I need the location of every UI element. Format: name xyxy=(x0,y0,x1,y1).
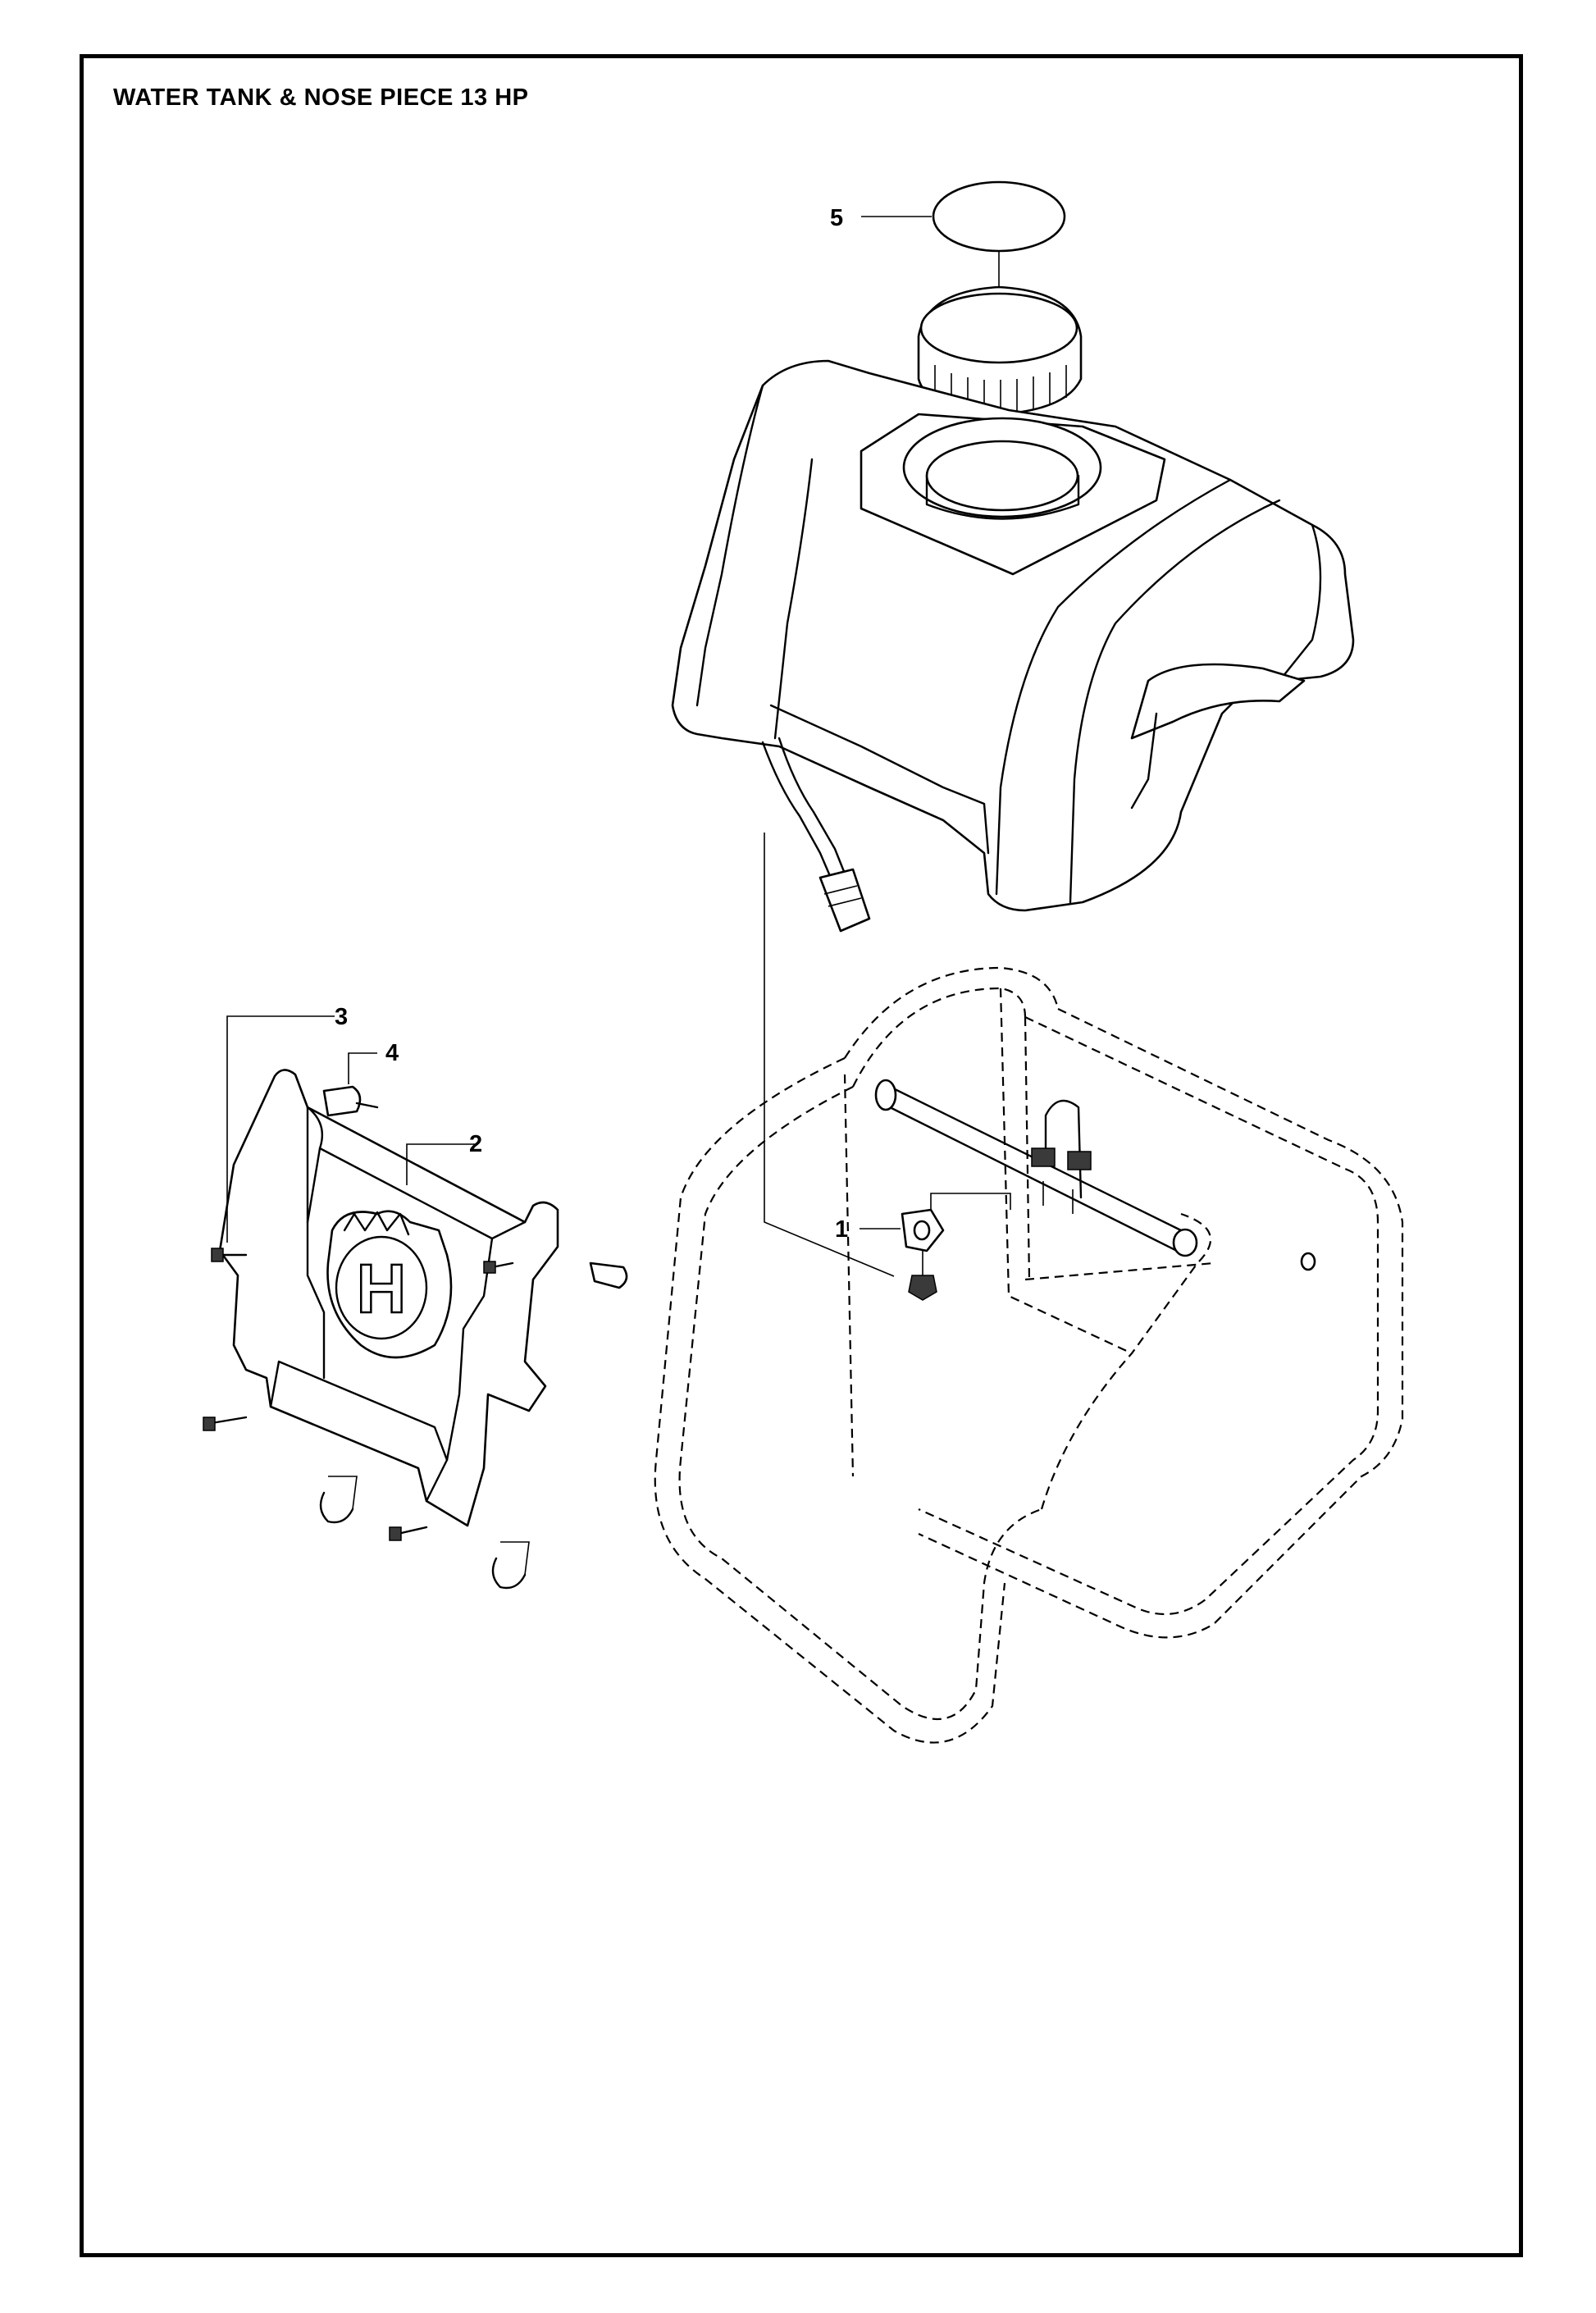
callout-1: 1 xyxy=(835,1216,848,1243)
callout-4: 4 xyxy=(385,1040,399,1066)
water-tank xyxy=(671,359,1355,912)
leader-line-2 xyxy=(406,1143,476,1185)
item-4-clips xyxy=(319,1085,628,1590)
water-hose xyxy=(761,737,871,933)
tank-cap xyxy=(917,285,1083,416)
tank-to-bracket-leader xyxy=(764,833,895,1277)
page-title: WATER TANK & NOSE PIECE 13 HP xyxy=(113,84,529,111)
item-3-screws xyxy=(203,1248,514,1541)
nose-piece-panel: H xyxy=(218,1069,559,1527)
drawing-frame xyxy=(80,54,1523,2257)
husqvarna-logo-letter: H xyxy=(357,1250,407,1327)
cap-label-disc xyxy=(932,180,1066,253)
callout-3: 3 xyxy=(335,1004,348,1030)
callout-5: 5 xyxy=(830,205,843,231)
callout-2: 2 xyxy=(469,1131,482,1157)
item-1-clamp xyxy=(901,1193,1011,1301)
machine-frame-outline xyxy=(654,966,1404,1744)
leader-line-3 xyxy=(226,1015,335,1243)
leader-line-4 xyxy=(348,1052,377,1084)
